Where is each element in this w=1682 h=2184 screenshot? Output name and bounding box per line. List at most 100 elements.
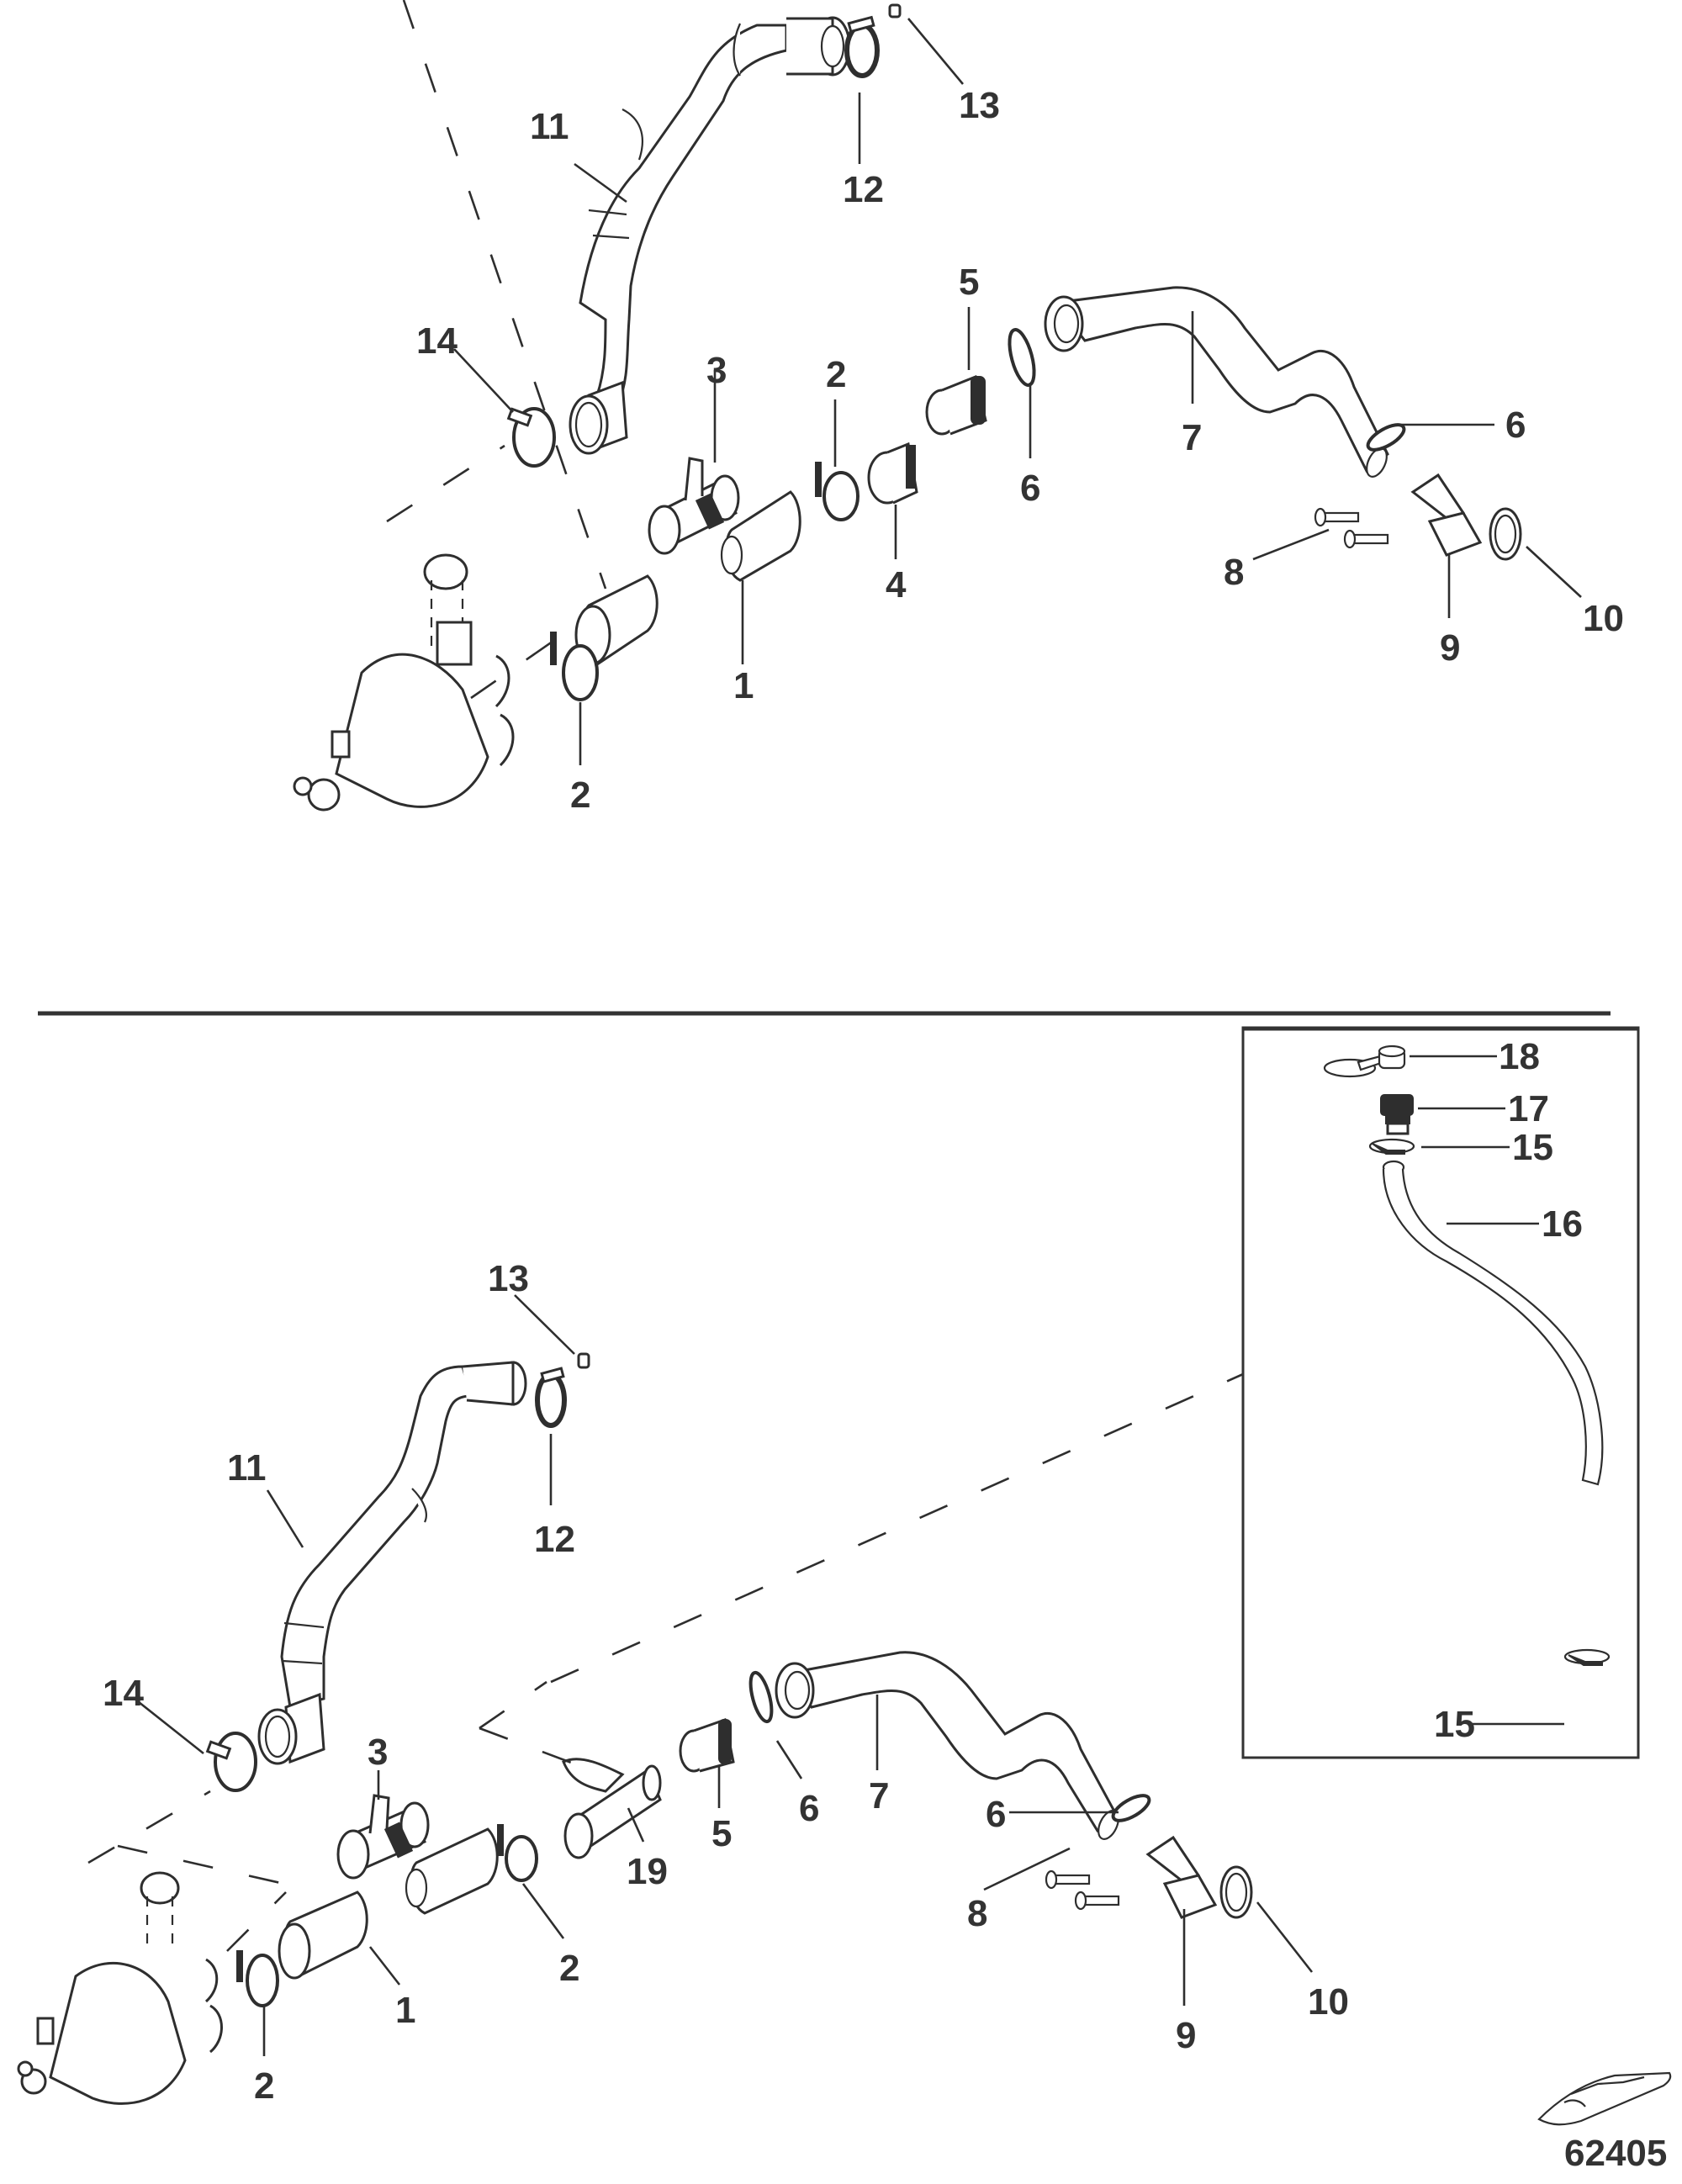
inset-box: 18 17 15 16 15 bbox=[1241, 1026, 1640, 1759]
callout-2b: 2 bbox=[570, 775, 590, 816]
bolts-8 bbox=[1045, 1869, 1120, 1911]
callout-1: 1 bbox=[733, 665, 754, 706]
callout-11: 11 bbox=[530, 106, 569, 147]
callout-7: 7 bbox=[869, 1775, 889, 1816]
callout-6b: 6 bbox=[986, 1794, 1006, 1835]
boat-icon bbox=[1537, 2071, 1672, 2126]
leader-14 bbox=[134, 1697, 204, 1755]
fitting-4 bbox=[867, 442, 918, 505]
callout-5: 5 bbox=[711, 1813, 732, 1854]
callout-12: 12 bbox=[534, 1519, 575, 1560]
callout-6a: 6 bbox=[1020, 468, 1040, 509]
callout-5: 5 bbox=[959, 262, 979, 303]
leader-10 bbox=[1526, 546, 1582, 598]
leader-13 bbox=[514, 1294, 575, 1355]
leader-13 bbox=[907, 18, 964, 85]
hose-11 bbox=[257, 1361, 527, 1765]
fitting-3 bbox=[336, 1794, 430, 1880]
centerline-dashed bbox=[87, 1790, 211, 1864]
figure-number: 62405 bbox=[1564, 2133, 1667, 2174]
hose-1-upper bbox=[720, 490, 801, 582]
callout-7: 7 bbox=[1182, 417, 1202, 458]
callout-3: 3 bbox=[706, 350, 727, 391]
callout-14: 14 bbox=[416, 320, 458, 362]
callout-16: 16 bbox=[1542, 1203, 1583, 1245]
callout-2b: 2 bbox=[254, 2065, 274, 2107]
leader-8 bbox=[1252, 528, 1330, 561]
hose-1-upper bbox=[405, 1827, 499, 1915]
callout-8: 8 bbox=[967, 1893, 987, 1934]
callout-12: 12 bbox=[843, 169, 884, 210]
callout-6a: 6 bbox=[799, 1788, 819, 1829]
callout-15a: 15 bbox=[1512, 1127, 1553, 1168]
seawater-pump bbox=[17, 1871, 223, 2105]
centerline-dashed bbox=[470, 621, 581, 700]
callout-6b: 6 bbox=[1505, 405, 1526, 446]
clamp-15-upper bbox=[1368, 1138, 1415, 1155]
hose-11 bbox=[569, 16, 851, 455]
clamp-6-right bbox=[1366, 423, 1406, 452]
gasket-10 bbox=[1489, 507, 1522, 561]
centerline-dashed bbox=[479, 1727, 581, 1768]
hose-16 bbox=[1382, 1160, 1604, 1486]
clamp-12 bbox=[844, 15, 880, 78]
callout-14: 14 bbox=[103, 1673, 144, 1714]
clip-13 bbox=[577, 1352, 590, 1369]
callout-3: 3 bbox=[368, 1732, 388, 1773]
clamp-2-upper bbox=[497, 1824, 538, 1882]
gasket-10 bbox=[1219, 1865, 1253, 1919]
callout-17: 17 bbox=[1508, 1088, 1549, 1129]
centerline-dashed bbox=[479, 1680, 547, 1730]
leader-10 bbox=[1256, 1901, 1314, 1973]
tee-19 bbox=[562, 1758, 662, 1859]
leader-11 bbox=[266, 1489, 304, 1548]
leader-6a bbox=[775, 1740, 803, 1779]
clamp-12 bbox=[535, 1367, 567, 1428]
leader-19 bbox=[627, 1807, 645, 1843]
clamp-15-lower bbox=[1563, 1648, 1611, 1666]
cap-18 bbox=[1323, 1044, 1406, 1078]
callout-2a: 2 bbox=[826, 354, 846, 395]
callout-8: 8 bbox=[1224, 552, 1244, 593]
leader-1 bbox=[368, 1946, 401, 1986]
seawater-pump bbox=[293, 553, 515, 812]
hose-1-lower bbox=[278, 1891, 368, 1980]
centerline-dashed bbox=[402, 0, 607, 590]
clamp-6-left bbox=[748, 1670, 774, 1724]
leader-11 bbox=[574, 162, 627, 204]
elbow-9 bbox=[1145, 1835, 1218, 1919]
callout-10: 10 bbox=[1308, 1981, 1349, 2023]
bottom-diagram: 11 12 13 14 3 2 19 5 6 7 6 8 9 10 1 2 bbox=[17, 1026, 1640, 2107]
clamp-6-left bbox=[1008, 328, 1036, 387]
callout-10: 10 bbox=[1583, 598, 1624, 639]
clamp-6-right bbox=[1111, 1794, 1151, 1822]
clamp-2-upper bbox=[815, 462, 860, 521]
elbow-9 bbox=[1410, 473, 1483, 557]
callout-11: 11 bbox=[227, 1447, 267, 1489]
callout-13: 13 bbox=[959, 85, 1000, 126]
fitting-3 bbox=[648, 457, 740, 555]
callout-18: 18 bbox=[1499, 1036, 1540, 1077]
callout-1: 1 bbox=[395, 1990, 415, 2031]
centerline-dashed bbox=[117, 1844, 304, 1890]
clamp-2-lower bbox=[236, 1950, 279, 2007]
callout-13: 13 bbox=[488, 1258, 529, 1299]
leader-8 bbox=[983, 1847, 1071, 1891]
callout-15b: 15 bbox=[1434, 1704, 1475, 1745]
leader-14 bbox=[453, 348, 514, 413]
centerline-dashed bbox=[386, 444, 505, 523]
callout-2a: 2 bbox=[559, 1948, 579, 1989]
callout-19: 19 bbox=[627, 1851, 668, 1892]
fitting-17 bbox=[1380, 1094, 1414, 1135]
hose-7 bbox=[1044, 286, 1389, 478]
leader-2a bbox=[521, 1883, 565, 1939]
centerline-dashed bbox=[226, 1891, 287, 1952]
bolts-8 bbox=[1314, 507, 1389, 549]
clamp-2-lower bbox=[550, 632, 599, 701]
clamp-14 bbox=[205, 1732, 257, 1792]
fitting-5 bbox=[925, 374, 987, 436]
hose-7 bbox=[775, 1651, 1121, 1840]
inset-reference-dashed bbox=[550, 1372, 1244, 1684]
clip-13 bbox=[888, 3, 902, 19]
